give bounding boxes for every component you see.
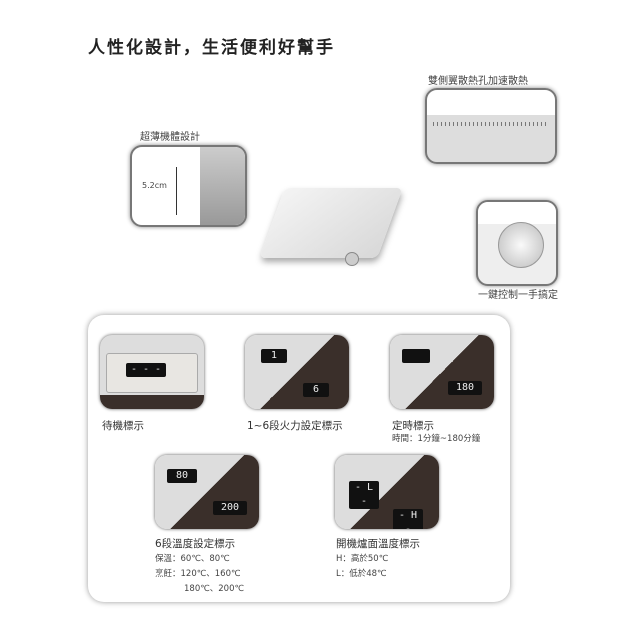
cooktop-device (259, 188, 403, 258)
vent-holes (433, 122, 549, 126)
height-marker (176, 167, 177, 215)
standby-thumb: - - - (100, 335, 204, 409)
lcd-display: 80 (167, 469, 197, 483)
timer-sub: 時間：1分鐘~180分鐘 (392, 434, 481, 444)
lcd-display: - H - (393, 509, 423, 529)
temp-thumb: 80 200 (155, 455, 259, 529)
temp-sub-2: 烹飪：120℃、160℃ (155, 569, 241, 579)
knob-icon[interactable] (345, 252, 359, 266)
control-knob[interactable] (498, 222, 544, 268)
lcd-display: 1 (261, 349, 287, 363)
timer-label: 定時標示 (392, 420, 434, 432)
lcd-display: 180 (448, 381, 482, 395)
temp-label: 6段溫度設定標示 (155, 538, 236, 550)
inset-top (478, 202, 556, 224)
surface-temp-sub-2: L：低於48℃ (336, 569, 387, 579)
lcd-display: - L - (349, 481, 379, 509)
surface-temp-thumb: - L - - H - (335, 455, 439, 529)
lcd-display: - - - (126, 363, 166, 377)
power-thumb: 1 6 (245, 335, 349, 409)
lcd-display (402, 349, 430, 363)
vents-label: 雙側翼散熱孔加速散熱 (428, 76, 528, 87)
page-title: 人性化設計，生活便利好幫手 (88, 38, 335, 58)
height-label: 5.2cm (142, 181, 167, 190)
standby-label: 待機標示 (102, 420, 144, 432)
power-label: 1~6段火力設定標示 (247, 420, 343, 432)
knob-inset (476, 200, 558, 286)
lcd-display: 6 (303, 383, 329, 397)
lcd-display: 200 (213, 501, 247, 515)
surface-temp-sub-1: H：高於50℃ (336, 554, 389, 564)
knob-label: 一鍵控制一手搞定 (478, 290, 558, 301)
thin-inset: 5.2cm (130, 145, 247, 227)
device-edge (200, 147, 245, 225)
temp-sub-3: 180℃、200℃ (184, 584, 245, 594)
surface-temp-label: 開機爐面溫度標示 (336, 538, 420, 550)
vents-inset (425, 88, 557, 164)
timer-thumb: 180 (390, 335, 494, 409)
thin-label: 超薄機體設計 (140, 132, 200, 143)
temp-sub-1: 保溫：60℃、80℃ (155, 554, 230, 564)
